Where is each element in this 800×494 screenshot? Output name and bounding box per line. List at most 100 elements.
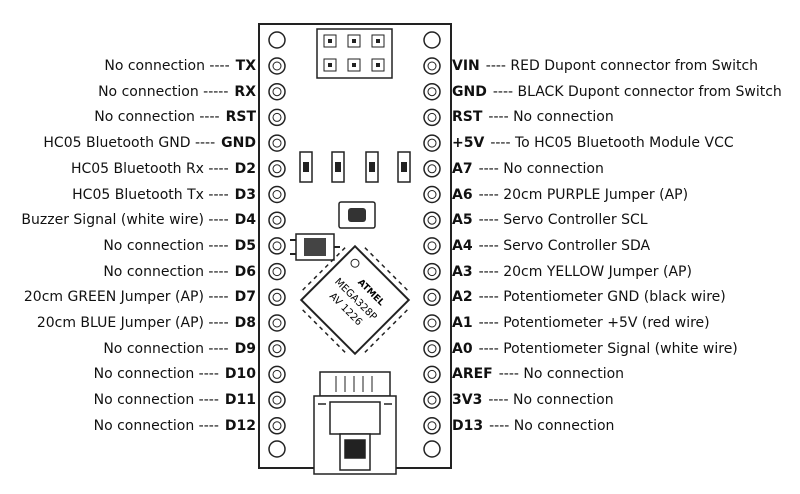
left-pin-description: No connection ---- (93, 366, 219, 383)
left-pin-pad-0 (268, 57, 286, 75)
right-pin-pad-12 (423, 365, 441, 384)
right-pin-pad-2 (423, 108, 441, 127)
right-pin-row: 3V3 ---- No connection (452, 389, 614, 411)
right-pin-row: A4 ---- Servo Controller SDA (452, 235, 650, 257)
left-pin-pad-13 (268, 391, 286, 409)
right-pin-name: 3V3 (452, 392, 483, 409)
right-pin-name: A4 (452, 237, 473, 254)
right-pin-name: VIN (452, 58, 480, 74)
left-pin-name: D8 (234, 315, 256, 331)
left-pin-pad-10 (268, 314, 286, 332)
right-pin-row: RST---- No connection (452, 106, 614, 128)
right-pin-description: ---- No connection (478, 160, 604, 177)
right-pin-name: A3 (452, 263, 473, 280)
left-pin-pad-2 (268, 108, 286, 127)
right-pin-row: +5V---- To HC05 Bluetooth Module VCC (452, 132, 734, 154)
right-pin-row: A5 ---- Servo Controller SCL (452, 209, 648, 231)
right-pin-row: AREF ---- No connection (452, 363, 624, 385)
left-pin-description: 20cm GREEN Jumper (AP) ---- (23, 289, 229, 306)
left-pin-name: D2 (234, 160, 256, 177)
left-pin-row: No connection ----D12 (0, 415, 256, 437)
right-pin-name: AREF (452, 366, 493, 383)
left-pin-row: No connection ---- D9 (0, 338, 256, 360)
left-pin-row: HC05 Bluetooth GND ----GND (0, 132, 256, 154)
right-pin-row: GND---- BLACK Dupont connector from Swit… (452, 81, 782, 103)
atmega328p-chip: ATMEL MEGA328P AV 1226 (299, 244, 411, 356)
mini-usb-connector (313, 371, 397, 475)
right-pin-pad-8 (423, 262, 441, 281)
left-pin-row: No connection ---- D11 (0, 389, 256, 411)
left-pin-name: D11 (224, 392, 256, 409)
left-pin-description: Buzzer Signal (white wire) ---- (21, 212, 229, 229)
right-pin-description: ---- No connection (498, 366, 625, 383)
right-pin-description: ---- Servo Controller SCL (478, 212, 648, 229)
right-pin-row: A6---- 20cm PURPLE Jumper (AP) (452, 184, 688, 206)
left-pin-row: No connection ---- D6 (0, 261, 256, 283)
right-pin-pad-10 (423, 314, 441, 332)
left-header-pads (268, 57, 286, 435)
right-pin-name: A2 (452, 289, 473, 306)
left-pin-pad-14 (268, 417, 286, 435)
right-pin-description: ---- Servo Controller SDA (478, 237, 651, 254)
right-pin-row: VIN ---- RED Dupont connector from Switch (452, 55, 758, 77)
right-pin-pad-6 (423, 211, 441, 229)
left-pin-name: D9 (234, 340, 256, 357)
right-pin-description: ---- 20cm PURPLE Jumper (AP) (478, 186, 689, 203)
left-pin-description: No connection ---- (93, 392, 219, 409)
left-pin-pad-9 (268, 288, 286, 307)
left-pin-row: HC05 Bluetooth Tx ----D3 (0, 184, 256, 206)
left-pin-description: No connection ----- (98, 83, 229, 100)
left-pin-pad-12 (268, 365, 286, 384)
left-pin-name: D4 (234, 212, 256, 229)
left-pin-row: No connection ---- TX (0, 55, 256, 77)
right-pin-description: ---- BLACK Dupont connector from Switch (492, 83, 782, 100)
left-pin-description: 20cm BLUE Jumper (AP) ---- (36, 315, 229, 331)
left-pin-row: No connection -----RX (0, 81, 256, 103)
right-pin-pad-4 (423, 160, 441, 178)
right-pin-description: ---- No connection (489, 417, 615, 434)
right-pin-row: A7 ---- No connection (452, 158, 604, 180)
left-pin-pad-7 (268, 237, 286, 255)
reset-button (338, 201, 376, 229)
left-pin-row: No connection ----D5 (0, 235, 256, 257)
right-pin-name: RST (452, 109, 483, 126)
left-pin-row: No connection ---- D10 (0, 363, 256, 385)
left-pin-row: 20cm BLUE Jumper (AP) ---- D8 (0, 312, 256, 334)
right-pin-pad-0 (423, 57, 441, 75)
left-pin-description: No connection ---- (103, 263, 229, 280)
left-pin-name: D5 (234, 237, 256, 254)
left-pin-row: Buzzer Signal (white wire) ---- D4 (0, 209, 256, 231)
right-pin-row: A1---- Potentiometer +5V (red wire) (452, 312, 710, 334)
right-pin-pad-9 (423, 288, 441, 307)
left-pin-name: D6 (234, 263, 256, 280)
right-pin-pad-5 (423, 185, 441, 204)
right-pin-description: ---- Potentiometer GND (black wire) (478, 289, 726, 306)
right-pin-description: ---- Potentiometer +5V (red wire) (478, 315, 710, 331)
right-pin-row: A0 ---- Potentiometer Signal (white wire) (452, 338, 738, 360)
left-pin-description: No connection ---- (104, 58, 230, 74)
left-pin-name: D10 (224, 366, 256, 383)
right-pin-pad-14 (423, 417, 441, 435)
right-pin-name: A7 (452, 160, 473, 177)
left-pin-name: GND (221, 135, 256, 152)
right-pin-name: A0 (452, 340, 473, 357)
left-pin-pad-5 (268, 185, 286, 204)
left-pin-name: TX (235, 58, 256, 74)
right-pin-name: D13 (452, 417, 484, 434)
left-pin-description: No connection ---- (93, 417, 219, 434)
right-pin-pad-7 (423, 237, 441, 255)
right-pin-description: ---- Potentiometer Signal (white wire) (478, 340, 738, 357)
left-pin-description: No connection ---- (103, 340, 229, 357)
right-pin-pad-3 (423, 134, 441, 152)
left-pin-description: HC05 Bluetooth Tx ---- (72, 186, 229, 203)
right-pin-name: A5 (452, 212, 473, 229)
left-pin-row: HC05 Bluetooth Rx ---- D2 (0, 158, 256, 180)
left-pin-pad-11 (268, 339, 286, 358)
right-pin-description: ---- RED Dupont connector from Switch (485, 58, 759, 74)
right-pin-row: A3---- 20cm YELLOW Jumper (AP) (452, 261, 692, 283)
right-pin-description: ---- No connection (488, 392, 614, 409)
left-pin-pad-8 (268, 262, 286, 281)
right-pin-row: D13 ---- No connection (452, 415, 614, 437)
left-pin-description: HC05 Bluetooth Rx ---- (70, 160, 229, 177)
